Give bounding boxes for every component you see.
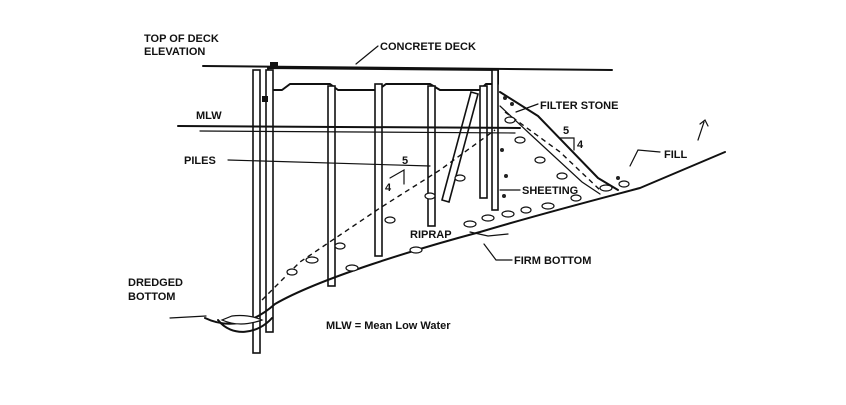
- dredged-label-2: BOTTOM: [128, 291, 175, 303]
- dredged-bottom-rock: [220, 314, 264, 325]
- slope-lower-rise-text: 5: [402, 155, 408, 167]
- legend-label: MLW = Mean Low Water: [326, 320, 451, 332]
- firm-bottom-leader: [483, 243, 513, 261]
- riprap-label: RIPRAP: [410, 229, 452, 241]
- design-slope-line: [261, 129, 496, 301]
- sheeting-label: SHEETING: [522, 185, 578, 197]
- slope-ratio-upper: 5 4: [559, 125, 584, 151]
- slope-lower-run-text: 4: [385, 182, 392, 194]
- upper-slope-line: [504, 111, 601, 191]
- pile-5: [427, 85, 436, 227]
- pile-2: [265, 69, 274, 333]
- mlw-line: [177, 125, 521, 129]
- fill-label: FILL: [664, 149, 687, 161]
- filter-stone-label: FILTER STONE: [540, 100, 618, 112]
- firm-bottom-label: FIRM BOTTOM: [514, 255, 591, 267]
- filter-stone-leader: [515, 103, 539, 113]
- pile-6: [479, 85, 488, 199]
- pile-1: [252, 69, 261, 354]
- riprap-stones: [286, 96, 630, 276]
- fill-leader: [629, 149, 661, 167]
- batter-pile: [441, 91, 479, 203]
- dredged-label-1: DREDGED: [128, 277, 183, 289]
- top-of-deck-label-2: ELEVATION: [144, 46, 205, 58]
- dredged-bottom: [217, 317, 273, 333]
- slope-upper-rise-text: 5: [563, 125, 569, 137]
- slope-upper-run-text: 4: [577, 139, 584, 151]
- sheeting-wall: [491, 69, 499, 211]
- deck-curb: [270, 62, 278, 69]
- piles-label: PILES: [184, 155, 216, 167]
- dredged-leader: [169, 315, 207, 319]
- fill-arrow: [697, 119, 709, 141]
- piles-leader: [227, 159, 431, 167]
- sheeting-cap: [262, 96, 268, 102]
- concrete-deck-leader: [355, 45, 379, 65]
- riprap-leader: [469, 231, 509, 237]
- filter-stone-band: [499, 91, 619, 191]
- pile-4: [374, 83, 383, 257]
- concrete-deck-label: CONCRETE DECK: [380, 41, 476, 53]
- pile-3: [327, 85, 336, 287]
- mlw-label: MLW: [196, 110, 222, 122]
- slope-ratio-lower: 5 4: [385, 155, 408, 194]
- top-of-deck-label-1: TOP OF DECK: [144, 33, 219, 45]
- mlw-line-lower: [199, 130, 516, 134]
- concrete-deck: [267, 67, 499, 91]
- firm-bottom-profile: [204, 151, 726, 325]
